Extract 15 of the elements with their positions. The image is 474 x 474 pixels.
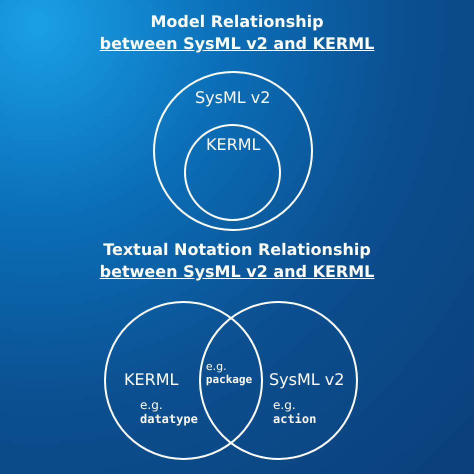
set-label: SysML v2: [195, 89, 270, 108]
set-label: KERML: [124, 371, 178, 390]
example-text: e.g. package: [206, 360, 252, 386]
set-label: KERML: [206, 136, 260, 154]
subset-circle: [184, 124, 281, 221]
heading: Model Relationship: [150, 12, 324, 31]
example-text: e.g. action: [273, 399, 316, 427]
set-label: SysML v2: [269, 371, 344, 390]
heading: Textual Notation Relationship: [103, 240, 371, 259]
example-text: e.g. datatype: [140, 399, 198, 427]
subheading: between SysML v2 and KERML: [100, 262, 374, 281]
set-circle: [199, 301, 358, 460]
set-circle: [153, 71, 313, 231]
subheading: between SysML v2 and KERML: [100, 34, 374, 53]
set-circle: [104, 301, 263, 460]
